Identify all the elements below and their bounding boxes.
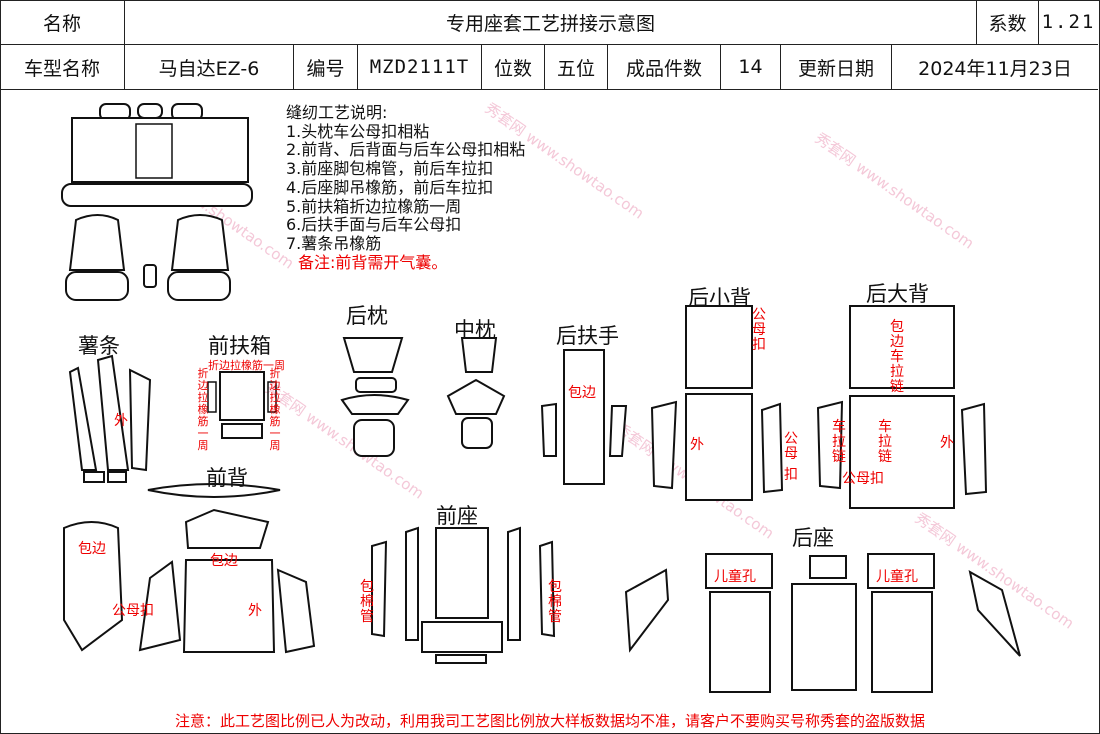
strip-pieces	[68, 354, 152, 483]
section-label: 后扶手	[556, 324, 619, 348]
section-label: 后枕	[346, 304, 388, 328]
pieces-value: 14	[721, 45, 781, 89]
header-row-2: 车型名称 马自达EZ-6 编号 MZD2111T 位数 五位 成品件数 14 更…	[0, 45, 1098, 90]
section-label: 后大背	[866, 282, 929, 306]
code-value: MZD2111T	[358, 45, 482, 89]
annotation-outside: 外	[114, 413, 128, 429]
header-row-1: 名称 专用座套工艺拼接示意图 系数 1.21	[0, 0, 1098, 45]
rear-small-back-pieces	[650, 305, 784, 501]
front-back-pieces	[63, 483, 316, 654]
section-label: 后小背	[688, 286, 751, 310]
seats-label: 位数	[482, 45, 545, 89]
section-label: 前扶箱	[208, 334, 271, 358]
model-value: 马自达EZ-6	[125, 45, 294, 89]
annotation-foam-tube: 包棉管	[548, 579, 562, 625]
date-label: 更新日期	[781, 45, 892, 89]
section-label: 前座	[436, 504, 478, 528]
sheet-title: 专用座套工艺拼接示意图	[125, 0, 977, 44]
rear-headrest-pieces	[340, 337, 410, 457]
annotation-child-seat-hole: 儿童孔	[876, 569, 918, 585]
note-item: 6.后扶手面与后车公母扣	[286, 215, 462, 235]
annotation-edge-binding: 包边	[78, 541, 106, 557]
name-label: 名称	[0, 0, 125, 44]
note-item: 4.后座脚吊橡筋，前后车拉扣	[286, 177, 494, 197]
annotation-snap: 公母	[784, 431, 798, 462]
note-item: 1.头枕车公母扣相粘	[286, 121, 430, 141]
annotation-armrest-left: 折边拉橡筋一周	[197, 367, 209, 452]
footer-warning: 注意：此工艺图比例已人为改动，利用我司工艺图比例放大样板数据均不准，请客户不要购…	[174, 712, 925, 730]
annotation-zipper: 车拉链	[832, 419, 846, 465]
front-seat-overview	[65, 214, 231, 301]
annotation-armrest-right: 折边拉橡筋一周	[269, 367, 281, 452]
code-label: 编号	[294, 45, 358, 89]
section-label: 薯条	[78, 334, 120, 358]
front-armrest-pieces	[207, 371, 277, 439]
section-label: 后座	[792, 526, 834, 550]
annotation-snap-button: 公母扣	[112, 603, 154, 619]
pieces-label: 成品件数	[608, 45, 721, 89]
annotation-foam-tube: 包棉管	[360, 579, 374, 625]
section-label: 前背	[206, 466, 248, 490]
annotation-snap-button: 公母扣	[842, 471, 884, 487]
annotation-zipper-binding: 包边车拉链	[890, 319, 904, 395]
notes-remark: 备注:前背需开气囊。	[298, 252, 448, 272]
annotation-child-seat-hole: 儿童孔	[714, 569, 756, 585]
rear-large-back-pieces	[816, 305, 988, 509]
annotation-armrest-top: 折边拉橡筋一周	[208, 359, 285, 372]
annotation-edge-binding: 包边	[568, 385, 596, 401]
date-value: 2024年11月23日	[918, 57, 1072, 80]
sewing-notes: 缝纫工艺说明: 1.头枕车公母扣相粘 2.前背、后背面与后车公母扣相粘 3.前座…	[286, 103, 526, 272]
note-item: 5.前扶箱折边拉橡筋一周	[286, 196, 462, 216]
notes-title: 缝纫工艺说明:	[286, 103, 388, 122]
annotation-snap-button: 公母扣	[752, 307, 766, 353]
coef-label: 系数	[977, 0, 1039, 44]
rear-armrest-pieces	[540, 349, 628, 485]
model-label: 车型名称	[0, 45, 125, 89]
front-seat-pieces	[371, 526, 556, 664]
note-item: 3.前座脚包棉管，前后车拉扣	[286, 159, 494, 179]
seats-value: 五位	[545, 45, 608, 89]
middle-headrest-pieces	[446, 337, 506, 449]
annotation-outside: 外	[690, 437, 704, 453]
section-label: 中枕	[454, 318, 496, 342]
annotation-outside: 外	[940, 435, 954, 451]
note-item: 7.薯条吊橡筋	[286, 233, 382, 253]
annotation-outside: 外	[248, 603, 262, 619]
annotation-zipper: 车拉链	[878, 419, 892, 465]
rear-seat-overview	[61, 103, 253, 207]
annotation-edge-binding: 包边	[210, 553, 238, 569]
coef-value: 1.21	[1041, 11, 1096, 33]
rear-seat-pieces	[624, 553, 1021, 693]
annotation-button: 扣	[784, 467, 798, 483]
note-item: 2.前背、后背面与后车公母扣相粘	[286, 140, 526, 160]
